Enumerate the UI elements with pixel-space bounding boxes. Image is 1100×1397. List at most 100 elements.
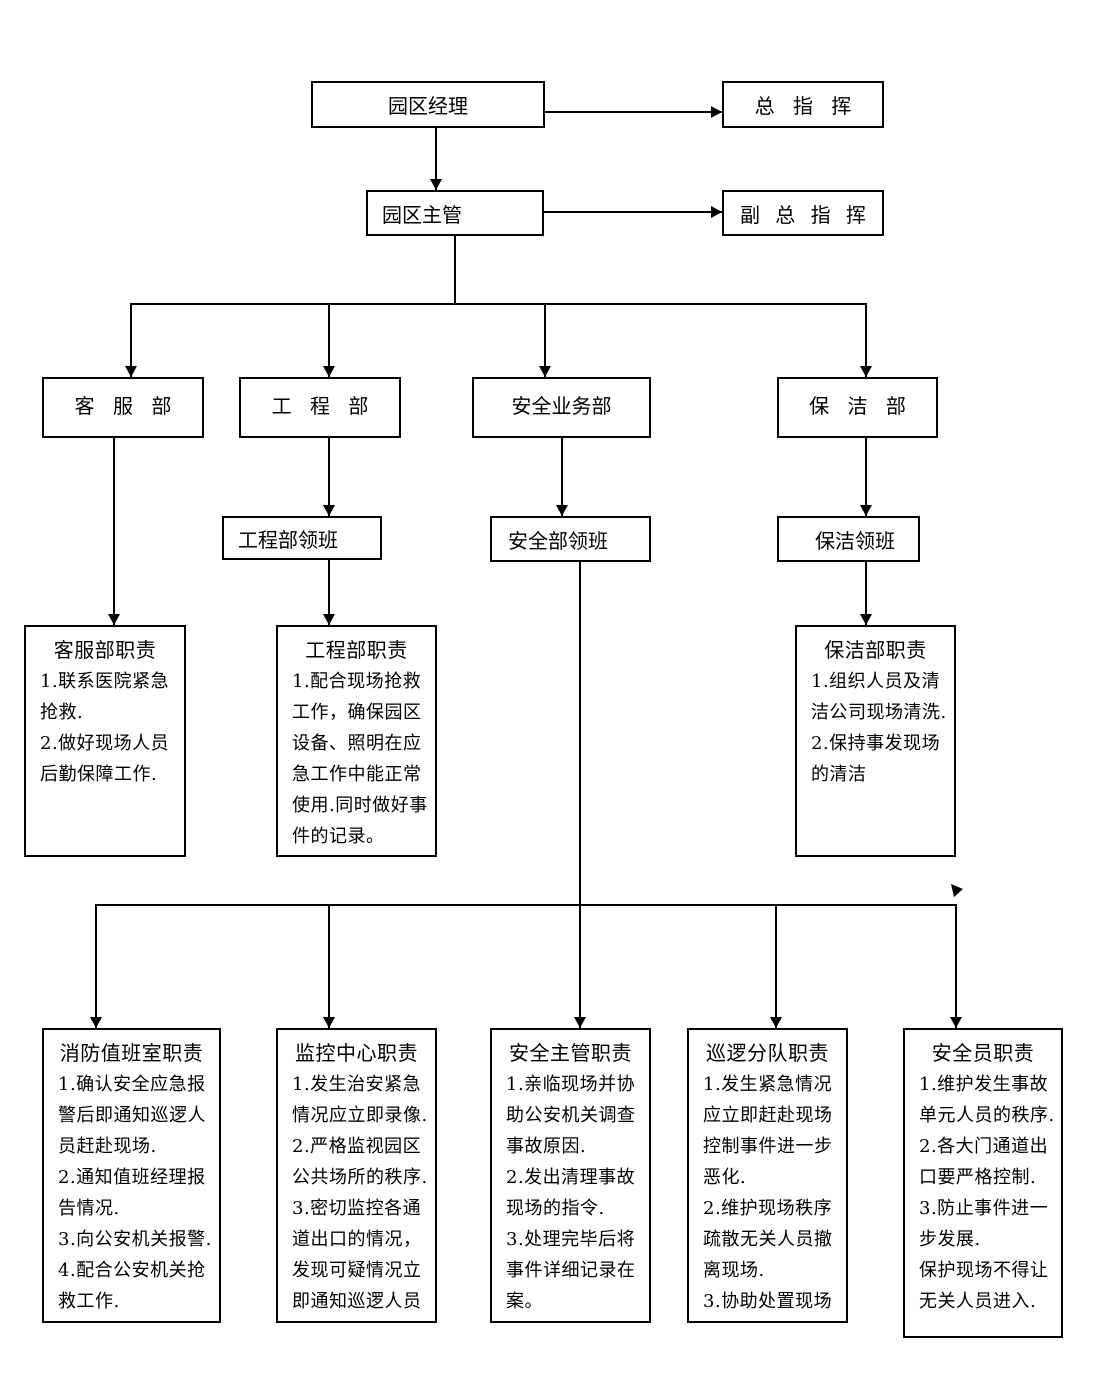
duty-line: 洁公司现场清洗. xyxy=(811,702,947,723)
duty-box-monitoring-center: 监控中心职责 1.发生治安紧急情况应立即录像. 2.严格监视园区公共场所的秩序. 3… xyxy=(276,1028,437,1323)
duty-line: 2.通知值班经理报 xyxy=(58,1167,206,1188)
duty-box-patrol-team: 巡逻分队职责 1.发生紧急情况应立即赶赴现场控制事件进一步恶化.2.维护现场秩序… xyxy=(687,1028,848,1323)
duty-line: 2.各大门通道出 xyxy=(919,1136,1049,1157)
duty-line: 1.配合现场抢救 xyxy=(292,671,422,692)
duty-line: 的清洁 xyxy=(811,764,867,785)
duty-line: 4.配合公安机关抢 xyxy=(58,1260,206,1281)
duty-line: 2.保持事发现场 xyxy=(811,733,941,754)
duty-lines: 1.维护发生事故单元人员的秩序. 2.各大门通道出口要严格控制. 3.防止事件进一步… xyxy=(919,1069,1061,1317)
duty-title: 安全员职责 xyxy=(931,1041,1035,1065)
department-security: 安全业务部 xyxy=(472,377,651,438)
duty-line: 单元人员的秩序. xyxy=(919,1105,1055,1126)
duty-line: 警后即通知巡逻人 xyxy=(58,1105,206,1126)
duty-line: 控制事件进一步 xyxy=(703,1136,833,1157)
department-label: 工 程 部 xyxy=(271,394,369,418)
deputy-commander-label: 副 总 指 挥 xyxy=(739,202,867,227)
duty-box-security-supervisor: 安全主管职责 1.亲临现场并协助公安机关调查事故原因. 2.发出清理事故现场的指令… xyxy=(490,1028,651,1323)
duty-box-customer-service: 客服部职责 1.联系医院紧急抢救.2.做好现场人员后勤保障工作. xyxy=(24,625,186,857)
deputy-commander-box: 副 总 指 挥 xyxy=(722,190,884,236)
duty-line: 事件详细记录在 xyxy=(506,1260,636,1281)
chief-commander-box: 总 指 挥 xyxy=(722,81,884,128)
duty-line: 公共场所的秩序. xyxy=(292,1167,428,1188)
supervisor-box: 园区主管 xyxy=(366,190,544,236)
duty-line: 告情况. xyxy=(58,1198,120,1219)
duty-line: 急工作中能正常 xyxy=(292,764,422,785)
duty-lines: 1.确认安全应急报警后即通知巡逻人员赶赴现场. 2.通知值班经理报告情况. 3.向公… xyxy=(58,1069,219,1317)
duty-title: 消防值班室职责 xyxy=(59,1041,204,1065)
lead-label: 保洁领班 xyxy=(815,528,895,553)
department-label: 保 洁 部 xyxy=(809,394,906,418)
lead-security: 安全部领班 xyxy=(490,516,651,562)
duty-line: 2.做好现场人员 xyxy=(40,733,170,754)
duty-lines: 1.联系医院紧急抢救.2.做好现场人员后勤保障工作. xyxy=(40,666,184,790)
duty-box-engineering: 工程部职责 1.配合现场抢救工作，确保园区设备、照明在应急工作中能正常使用.同时… xyxy=(276,625,437,857)
duty-line: 1.亲临现场并协 xyxy=(506,1074,636,1095)
duty-line: 3.向公安机关报警. xyxy=(58,1229,212,1250)
duty-line: 抢救. xyxy=(40,702,84,723)
duty-line: 1.发生治安紧急 xyxy=(292,1074,422,1095)
duty-title: 安全主管职责 xyxy=(509,1041,632,1065)
duty-line: 助公安机关调查 xyxy=(506,1105,636,1126)
department-engineering: 工 程 部 xyxy=(239,377,401,438)
lead-cleaning: 保洁领班 xyxy=(777,516,920,562)
duty-line: 案。 xyxy=(506,1291,543,1312)
duty-line: 使用.同时做好事 xyxy=(292,795,428,816)
department-customer-service: 客 服 部 xyxy=(42,377,204,438)
lead-label: 安全部领班 xyxy=(508,528,608,553)
duty-lines: 1.亲临现场并协助公安机关调查事故原因. 2.发出清理事故现场的指令. 3.处理完毕… xyxy=(506,1069,649,1317)
duty-line: 步发展. xyxy=(919,1229,981,1250)
duty-line: 口要严格控制. xyxy=(919,1167,1037,1188)
duty-line: 3.协助处置现场 xyxy=(703,1291,833,1312)
manager-label: 园区经理 xyxy=(388,94,468,118)
duty-box-security-guard: 安全员职责 1.维护发生事故单元人员的秩序. 2.各大门通道出口要严格控制. 3.防… xyxy=(903,1028,1063,1338)
duty-line: 1.组织人员及清 xyxy=(811,671,941,692)
duty-title: 保洁部职责 xyxy=(824,638,927,662)
duty-title: 监控中心职责 xyxy=(295,1041,418,1065)
duty-line: 3.处理完毕后将 xyxy=(506,1229,636,1250)
duty-line: 1.发生紧急情况 xyxy=(703,1074,833,1095)
duty-line: 3.防止事件进一 xyxy=(919,1198,1049,1219)
duty-title: 工程部职责 xyxy=(305,638,408,662)
duty-lines: 1.配合现场抢救工作，确保园区设备、照明在应急工作中能正常使用.同时做好事件的记… xyxy=(292,666,435,852)
duty-line: 2.严格监视园区 xyxy=(292,1136,422,1157)
duty-line: 即通知巡逻人员 xyxy=(292,1291,422,1312)
duty-line: 无关人员进入. xyxy=(919,1291,1037,1312)
duty-line: 工作，确保园区 xyxy=(292,702,422,723)
manager-box: 园区经理 xyxy=(311,81,545,128)
duty-title: 巡逻分队职责 xyxy=(706,1041,829,1065)
chief-commander-label: 总 指 挥 xyxy=(754,94,852,118)
duty-line: 疏散无关人员撤 xyxy=(703,1229,833,1250)
duty-box-cleaning: 保洁部职责 1.组织人员及清洁公司现场清洗. 2.保持事发现场的清洁 xyxy=(795,625,956,857)
duty-line: 发现可疑情况立 xyxy=(292,1260,422,1281)
duty-line: 事故原因. xyxy=(506,1136,587,1157)
duty-line: 情况应立即录像. xyxy=(292,1105,428,1126)
duty-line: 1.确认安全应急报 xyxy=(58,1074,206,1095)
duty-box-fire-duty-room: 消防值班室职责 1.确认安全应急报警后即通知巡逻人员赶赴现场. 2.通知值班经理报… xyxy=(42,1028,221,1323)
supervisor-label: 园区主管 xyxy=(382,202,462,227)
duty-line: 2.发出清理事故 xyxy=(506,1167,636,1188)
duty-line: 员赶赴现场. xyxy=(58,1136,157,1157)
duty-lines: 1.发生治安紧急情况应立即录像. 2.严格监视园区公共场所的秩序. 3.密切监控各通… xyxy=(292,1069,435,1317)
duty-line: 离现场. xyxy=(703,1260,765,1281)
department-label: 客 服 部 xyxy=(74,394,172,418)
duty-line: 保护现场不得让 xyxy=(919,1260,1049,1281)
lead-engineering: 工程部领班 xyxy=(222,516,382,560)
duty-line: 2.维护现场秩序 xyxy=(703,1198,833,1219)
duty-line: 设备、照明在应 xyxy=(292,733,422,754)
stray-arrowhead xyxy=(951,884,963,897)
department-cleaning: 保 洁 部 xyxy=(777,377,938,438)
duty-line: 3.密切监控各通 xyxy=(292,1198,422,1219)
duty-lines: 1.组织人员及清洁公司现场清洗. 2.保持事发现场的清洁 xyxy=(811,666,954,790)
duty-line: 现场的指令. xyxy=(506,1198,605,1219)
duty-title: 客服部职责 xyxy=(53,638,157,662)
duty-line: 救工作. xyxy=(58,1291,120,1312)
lead-label: 工程部领班 xyxy=(238,527,338,552)
duty-line: 道出口的情况， xyxy=(292,1229,422,1250)
duty-line: 1.联系医院紧急 xyxy=(40,671,170,692)
duty-line: 应立即赶赴现场 xyxy=(703,1105,833,1126)
duty-lines: 1.发生紧急情况应立即赶赴现场控制事件进一步恶化.2.维护现场秩序疏散无关人员撤… xyxy=(703,1069,846,1317)
department-label: 安全业务部 xyxy=(511,394,612,418)
duty-line: 1.维护发生事故 xyxy=(919,1074,1049,1095)
